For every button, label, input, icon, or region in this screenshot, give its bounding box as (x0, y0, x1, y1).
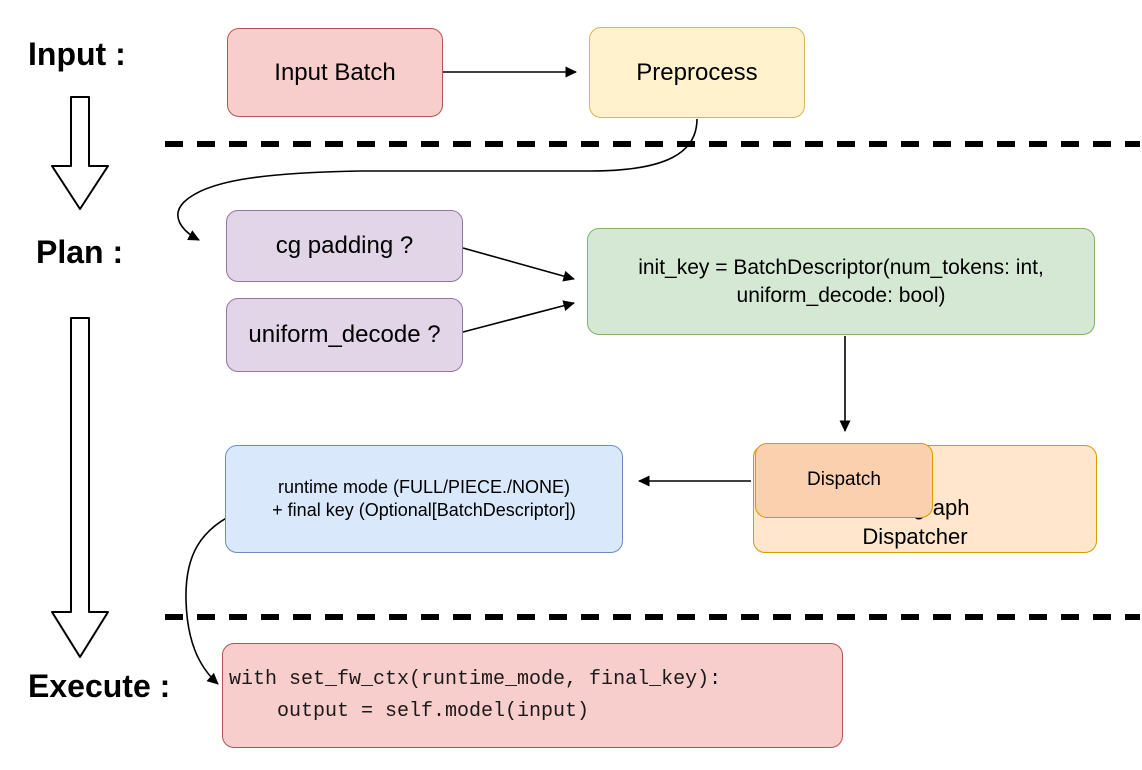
node-runtime-line1: runtime mode (FULL/PIECE./NONE) (277, 476, 571, 497)
node-cudagraph-dispatcher-line2: Dispatcher (862, 524, 968, 550)
node-preprocess-label: Preprocess (636, 58, 758, 86)
connector-cgpadding-initkey (462, 247, 575, 282)
node-execute-code: with set_fw_ctx(runtime_mode, final_key)… (222, 643, 843, 748)
connector-uniformdecode-initkey (462, 300, 575, 333)
block-arrow-plan-to-execute (51, 317, 109, 658)
code-line2: output = self.model(input) (229, 699, 590, 723)
node-init-key-line2: uniform_decode: bool) (736, 283, 946, 307)
node-cg-padding: cg padding ? (226, 210, 463, 282)
node-input-batch: Input Batch (227, 28, 443, 117)
node-runtime-mode: runtime mode (FULL/PIECE./NONE) + final … (225, 445, 623, 553)
node-dispatch-label: Dispatch (807, 469, 881, 491)
node-uniform-decode: uniform_decode ? (226, 298, 463, 372)
node-preprocess: Preprocess (589, 27, 805, 118)
node-input-batch-label: Input Batch (274, 58, 396, 86)
node-init-key: init_key = BatchDescriptor(num_tokens: i… (587, 228, 1095, 335)
block-arrow-input-to-plan (51, 96, 109, 210)
node-init-key-line1: init_key = BatchDescriptor(num_tokens: i… (638, 256, 1044, 280)
phase-label-input: Input : (28, 36, 126, 72)
code-line1: with set_fw_ctx(runtime_mode, final_key)… (229, 667, 722, 691)
phase-label-plan: Plan : (36, 234, 124, 270)
node-uniform-decode-label: uniform_decode ? (248, 321, 441, 349)
phase-label-execute: Execute : (28, 668, 171, 704)
node-dispatch: Dispatch (755, 443, 933, 518)
node-runtime-line2: + final key (Optional[BatchDescriptor]) (272, 500, 576, 520)
node-cg-padding-label: cg padding ? (275, 232, 414, 260)
